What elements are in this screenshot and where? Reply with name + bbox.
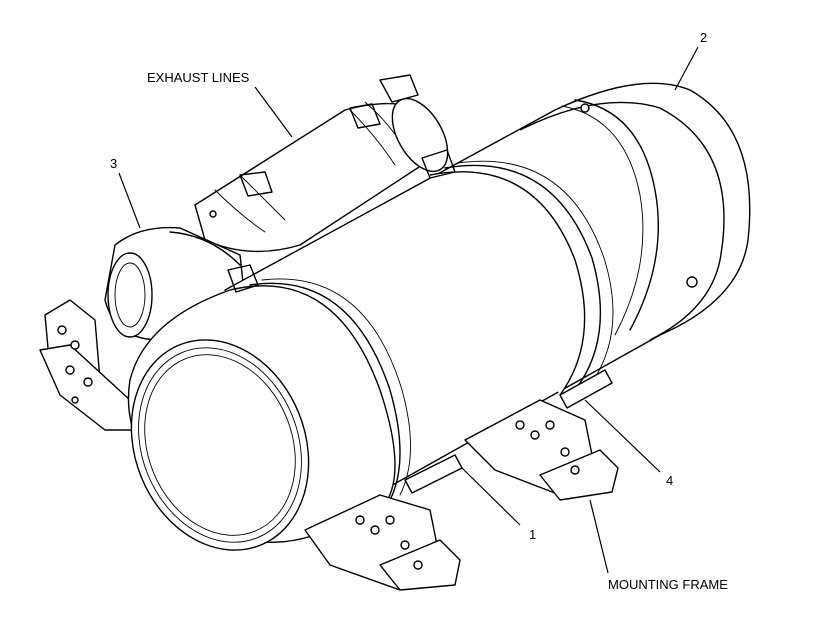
- leader-lines: [118, 46, 699, 574]
- label-mounting-frame: MOUNTING FRAME: [608, 577, 728, 592]
- leader-mounting-frame: [589, 499, 609, 574]
- leader-callout-4: [584, 399, 661, 473]
- callout-2: 2: [700, 30, 708, 45]
- left-mounting-bracket: [39, 299, 136, 431]
- pipe-clamps: [239, 103, 456, 197]
- leader-callout-2: [674, 46, 699, 91]
- callout-1: 1: [529, 527, 537, 542]
- leader-callout-1: [461, 467, 521, 526]
- callout-4: 4: [666, 473, 674, 488]
- mounting-frame-feet: [304, 399, 619, 591]
- main-canister: [224, 82, 751, 521]
- callout-3: 3: [110, 156, 118, 171]
- leader-callout-3: [118, 172, 141, 229]
- label-exhaust-lines: EXHAUST LINES: [147, 70, 250, 85]
- leader-exhaust-lines: [254, 86, 293, 138]
- front-canister-opening: [127, 264, 411, 551]
